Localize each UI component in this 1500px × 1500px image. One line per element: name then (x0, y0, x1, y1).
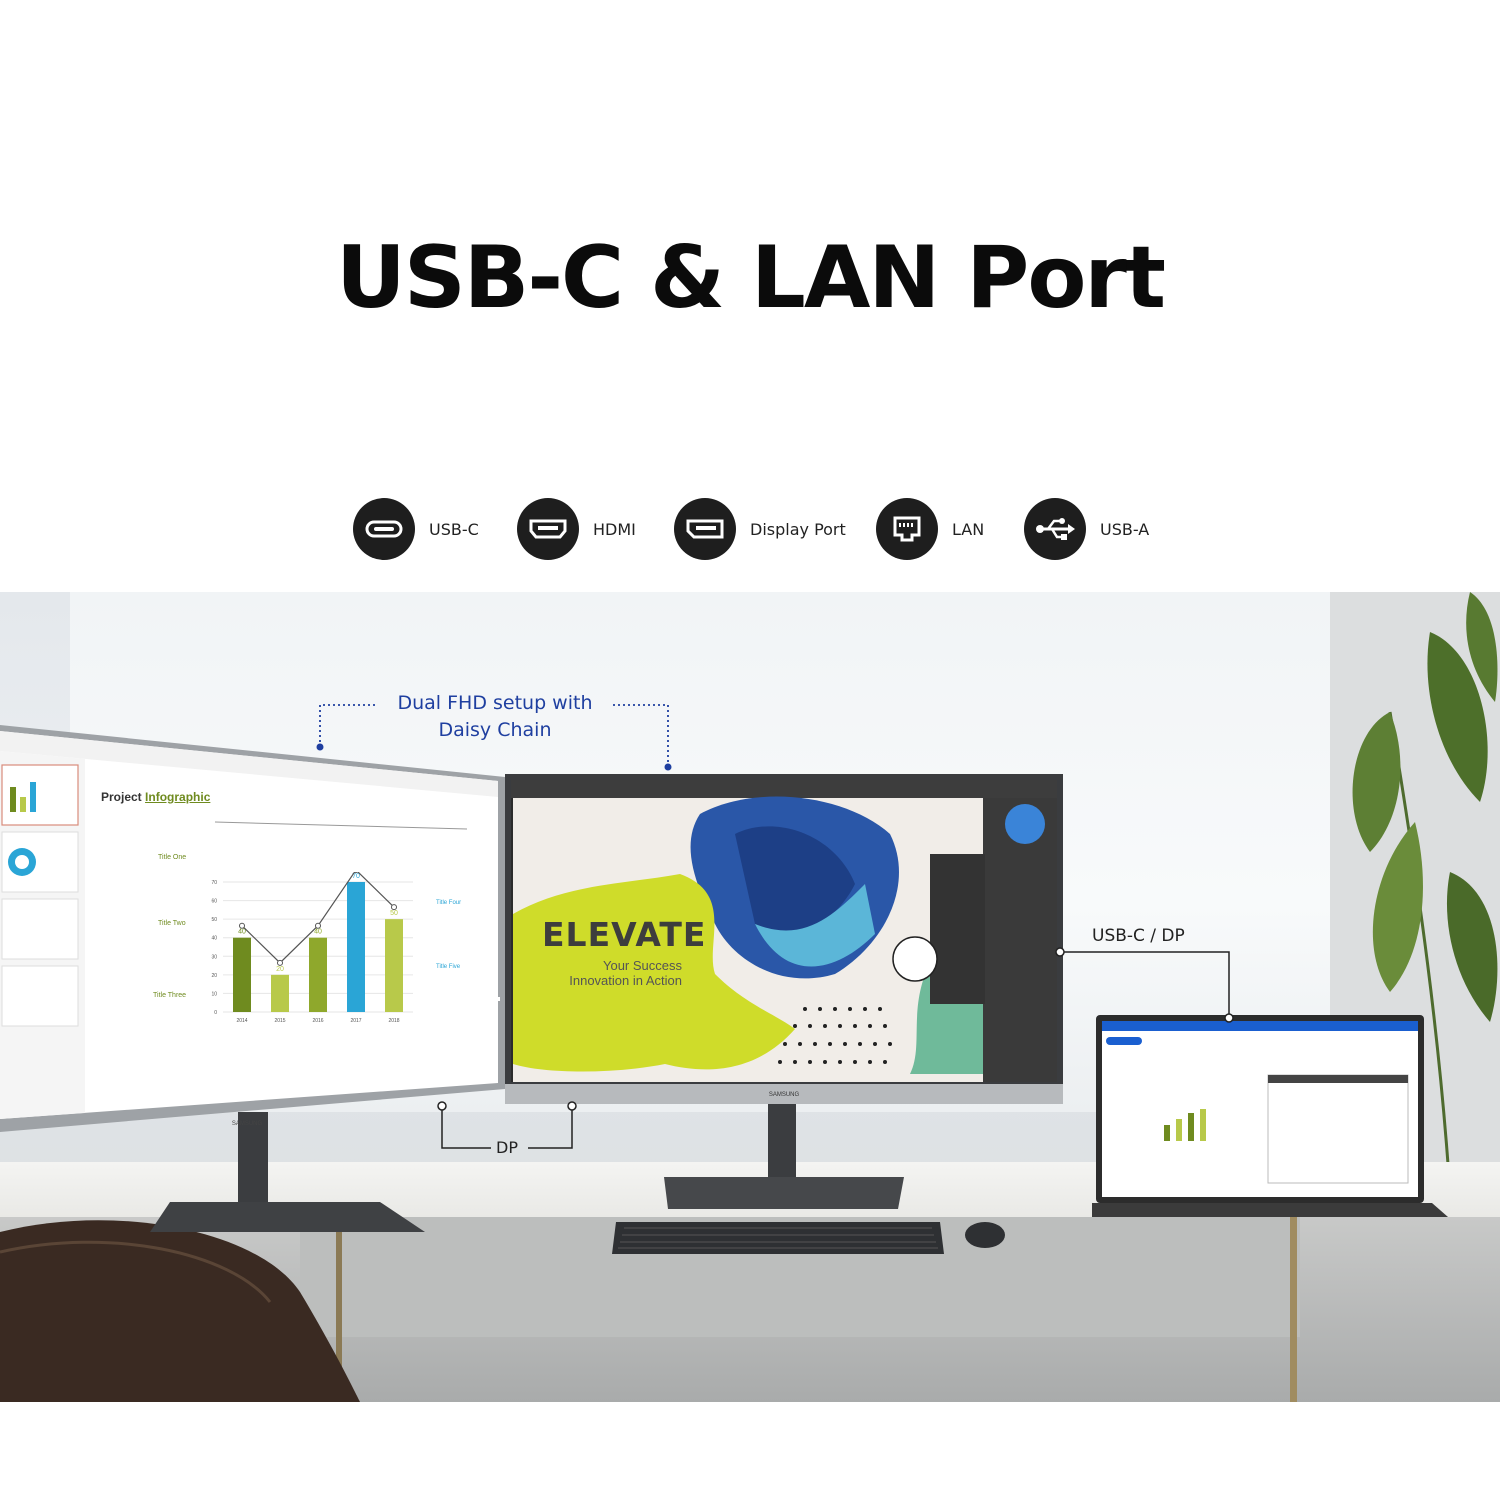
port-label: Display Port (750, 519, 846, 539)
chart-trend-point (239, 922, 245, 929)
center-monitor: SAMSUNG (505, 774, 1063, 1104)
chart-y-tick: 20 (211, 973, 217, 979)
chart-y-tick: 50 (211, 917, 217, 923)
chart-x-tick: 2015 (274, 1018, 285, 1024)
elevate-subtitle: Your Success Innovation in Action (540, 958, 682, 988)
chart-x-tick: 2017 (350, 1018, 361, 1024)
chart-bar (347, 882, 365, 1012)
slide-title-a: Project (101, 790, 142, 804)
port-item-lan: LAN (876, 497, 984, 561)
left-monitor: SAMSUNG (0, 725, 505, 1132)
lan-port-icon (876, 498, 938, 560)
callout-line-1: Dual FHD setup with (397, 692, 593, 714)
hdmi-port-icon (517, 498, 579, 560)
desk-scene: SAMSUNG Project Infographic Title One Ti… (0, 592, 1500, 1402)
port-item-displayport: Display Port (674, 497, 846, 561)
chart-trend-point (277, 959, 283, 966)
slide-item: Title One (158, 854, 187, 861)
chart-bar (385, 919, 403, 1012)
chart-data-label: 20 (276, 966, 284, 973)
usb-a-icon (1024, 498, 1086, 560)
slide-title: Project Infographic (101, 790, 210, 804)
port-list: USB-C HDMI Display Port LAN USB-A (0, 497, 1500, 561)
chart-y-tick: 60 (211, 899, 217, 905)
chart-y-tick: 40 (211, 936, 217, 942)
page-title: USB-C & LAN Port (336, 228, 1166, 328)
chart-trend-point (391, 904, 397, 911)
chart-y-tick: 0 (214, 1010, 217, 1016)
chart-data-label: 50 (390, 910, 398, 917)
chart-x-tick: 2018 (388, 1018, 399, 1024)
port-item-hdmi: HDMI (517, 497, 636, 561)
slide-title-b: Infographic (145, 790, 211, 804)
chart-bar (309, 937, 327, 1012)
chart-x-tick: 2014 (236, 1018, 247, 1024)
subtitle-line-2: Innovation in Action (569, 973, 682, 988)
chart-data-label: 40 (314, 929, 322, 936)
keyboard-and-mouse (612, 1222, 1005, 1254)
chart-y-tick: 10 (211, 991, 217, 997)
chart-bar (271, 974, 289, 1012)
plant-image (1330, 592, 1500, 1192)
chart-y-tick: 70 (211, 880, 217, 886)
elevate-headline: ELEVATE (542, 915, 707, 954)
dp-label: DP (496, 1138, 518, 1157)
port-label: LAN (952, 519, 985, 539)
chart-trend-point (315, 922, 321, 929)
port-label: USB-C (429, 519, 479, 539)
center-monitor-stand (664, 1097, 904, 1209)
chart-trend-point (353, 872, 359, 873)
infographic-chart: 70 60 50 40 30 20 10 0 40 2014 20 2015 40 2016 70 2017 5… (211, 872, 413, 1024)
daisy-chain-connector (316, 704, 672, 771)
chart-data-label: 70 (352, 873, 360, 880)
port-item-usb-a: USB-A (1024, 497, 1149, 561)
usbc-dp-connector (1055, 947, 1234, 1023)
chart-data-label: 40 (238, 929, 246, 936)
displayport-port-icon (674, 498, 736, 560)
port-label: USB-A (1100, 519, 1150, 539)
port-item-usb-c: USB-C (353, 497, 479, 561)
slide-item: Title Four (436, 900, 462, 906)
subtitle-line-1: Your Success (602, 958, 682, 973)
chart-bar (233, 937, 251, 1012)
usb-c-port-icon (353, 498, 415, 560)
left-monitor-stand (150, 1112, 425, 1232)
brand-label: SAMSUNG (769, 1092, 800, 1098)
slide-item: Title Three (153, 992, 187, 999)
usbc-dp-label: USB-C / DP (1092, 926, 1185, 946)
callout-line-2: Daisy Chain (438, 719, 552, 741)
brand-label: SAMSUNG (232, 1121, 263, 1127)
chart-x-tick: 2016 (312, 1018, 323, 1024)
chart-y-tick: 30 (211, 954, 217, 960)
slide-item: Title Two (158, 920, 186, 927)
daisy-chain-callout: Dual FHD setup with Daisy Chain (380, 690, 610, 744)
port-label: HDMI (593, 519, 636, 539)
slide-item: Title Five (436, 964, 461, 970)
laptop (1092, 1015, 1448, 1217)
dp-connector (437, 1101, 577, 1149)
chair-image (0, 1220, 360, 1402)
